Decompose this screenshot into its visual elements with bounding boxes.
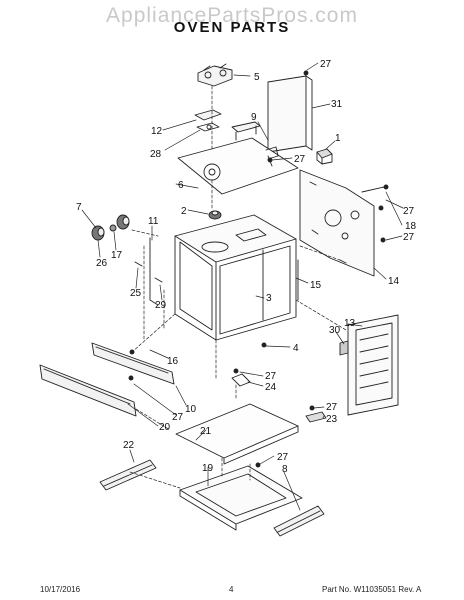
- watermark: AppliancePartsPros.com: [106, 4, 358, 27]
- callout-29: 29: [155, 300, 167, 311]
- callout-24: 24: [265, 382, 277, 393]
- callout-27-g: 27: [172, 412, 184, 423]
- part-side-panel: [299, 169, 375, 277]
- part-thermostat: [197, 63, 233, 87]
- part-rear-panel: [339, 314, 399, 416]
- callouts: 5 27 31 9 12 1 28 27 6 27 18 7 2 11 27 2…: [76, 59, 417, 475]
- part-block: [316, 148, 333, 165]
- part-clip: [305, 405, 327, 423]
- part-rail-16: [91, 342, 175, 385]
- callout-21: 21: [200, 426, 212, 437]
- part-rail-8: [273, 505, 325, 537]
- part-hinge: [134, 237, 163, 306]
- callout-10: 10: [185, 404, 197, 415]
- callout-27-e: 27: [265, 371, 277, 382]
- callout-2: 2: [181, 206, 187, 217]
- part-screw-18: [361, 184, 389, 193]
- callout-8: 8: [282, 464, 288, 475]
- part-trim-20: [39, 364, 137, 417]
- part-bottom-plate: [175, 403, 299, 465]
- callout-27-b: 27: [294, 154, 306, 165]
- callout-1: 1: [335, 133, 341, 144]
- callout-20: 20: [159, 422, 171, 433]
- callout-27-d: 27: [403, 232, 415, 243]
- callout-6: 6: [178, 180, 184, 191]
- callout-18: 18: [405, 221, 417, 232]
- callout-23: 23: [326, 414, 338, 425]
- callout-11: 11: [148, 216, 159, 227]
- callout-17: 17: [111, 250, 123, 261]
- explosion-guides: [129, 85, 347, 489]
- callout-3: 3: [266, 293, 272, 304]
- part-bottom-tray: [179, 462, 303, 531]
- callout-27-h: 27: [277, 452, 289, 463]
- callout-16: 16: [167, 356, 179, 367]
- callout-9: 9: [251, 112, 257, 123]
- part-small-plate: [194, 109, 222, 132]
- callout-22: 22: [123, 440, 135, 451]
- part-back-panel: [267, 70, 313, 153]
- callout-27-c: 27: [403, 206, 415, 217]
- part-bracket: [231, 121, 261, 141]
- callout-5: 5: [254, 72, 260, 83]
- part-knobs: [91, 214, 130, 241]
- callout-31: 31: [331, 99, 343, 110]
- callout-12: 12: [151, 126, 163, 137]
- leader-lines: [81, 62, 404, 511]
- part-oven-cavity: [174, 214, 299, 341]
- footer-page-number: 4: [229, 585, 234, 594]
- callout-19: 19: [202, 463, 214, 474]
- callout-28: 28: [150, 149, 162, 160]
- callout-27-a: 27: [320, 59, 332, 70]
- callout-27-f: 27: [326, 402, 338, 413]
- part-rail-22: [99, 459, 157, 491]
- callout-25: 25: [130, 288, 142, 299]
- callout-14: 14: [388, 276, 400, 287]
- diagram-title: OVEN PARTS: [173, 19, 291, 36]
- callout-26: 26: [96, 258, 108, 269]
- callout-4: 4: [293, 343, 299, 354]
- footer-part-number: Part No. W11035051 Rev. A: [322, 585, 422, 594]
- part-bearing: [208, 210, 222, 220]
- callout-15: 15: [310, 280, 322, 291]
- callout-13: 13: [344, 318, 356, 329]
- callout-30: 30: [329, 325, 341, 336]
- callout-7: 7: [76, 202, 82, 213]
- footer-date: 10/17/2016: [40, 585, 81, 594]
